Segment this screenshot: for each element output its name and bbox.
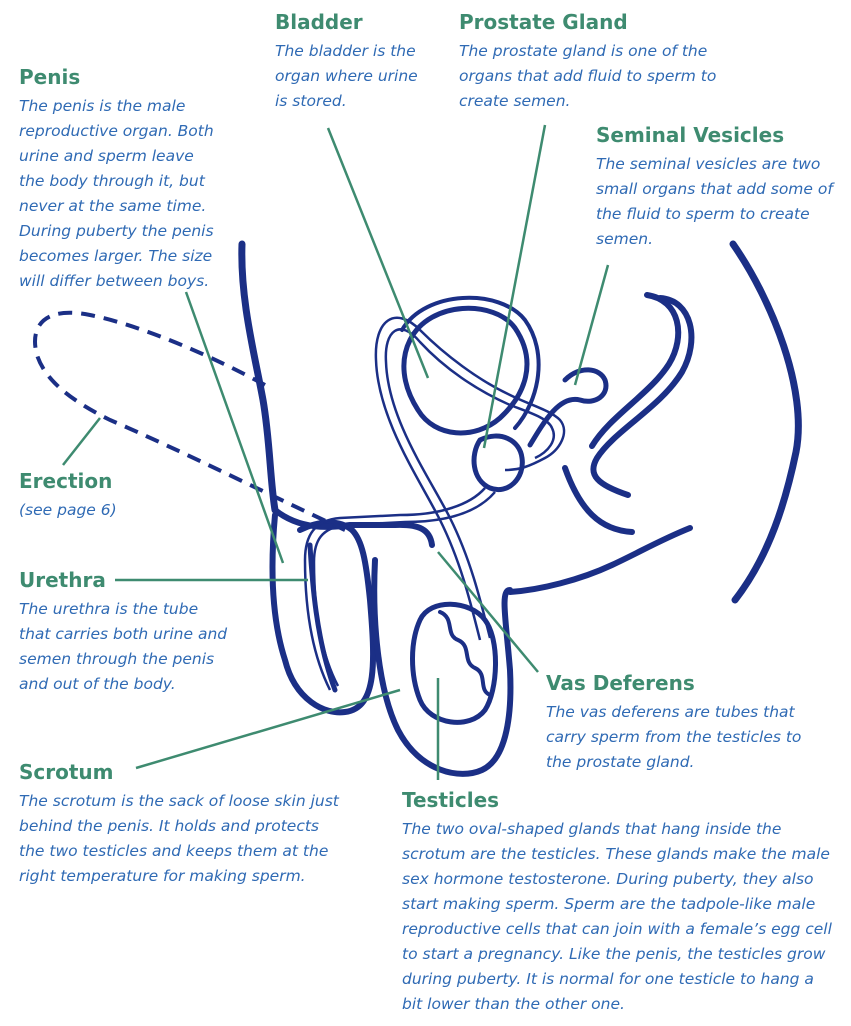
label-erection: Erection (see page 6): [19, 468, 159, 523]
label-seminal-title: Seminal Vesicles: [596, 122, 836, 148]
back-outline: [733, 244, 798, 600]
label-vas: Vas Deferens The vas deferens are tubes …: [546, 670, 806, 775]
leader-line-scrotum: [136, 690, 400, 768]
label-vas-title: Vas Deferens: [546, 670, 806, 696]
label-scrotum-title: Scrotum: [19, 759, 364, 785]
body-front-outline: [242, 244, 275, 510]
label-scrotum-text: The scrotum is the sack of loose skin ju…: [19, 789, 364, 889]
leader-line-seminal: [575, 265, 608, 385]
label-testicles-text: The two oval-shaped glands that hang ins…: [402, 817, 847, 1017]
penis-outline: [272, 515, 373, 712]
testicle-outline: [413, 604, 496, 722]
scrotum-outline: [374, 560, 510, 774]
label-testicles: Testicles The two oval-shaped glands tha…: [402, 787, 847, 1017]
bladder-outline: [404, 308, 527, 433]
label-scrotum: Scrotum The scrotum is the sack of loose…: [19, 759, 364, 889]
label-bladder-title: Bladder: [275, 9, 435, 35]
label-urethra-title: Urethra: [19, 567, 239, 593]
label-seminal: Seminal Vesicles The seminal vesicles ar…: [596, 122, 836, 252]
leader-line-erection: [63, 418, 100, 465]
prostate-outline: [474, 436, 522, 490]
leader-line-vas: [438, 552, 538, 672]
urethra-tube: [305, 488, 485, 690]
label-testicles-title: Testicles: [402, 787, 847, 813]
label-prostate-title: Prostate Gland: [459, 9, 729, 35]
label-erection-text: (see page 6): [19, 498, 159, 523]
label-penis-title: Penis: [19, 64, 229, 90]
label-erection-title: Erection: [19, 468, 159, 494]
label-prostate: Prostate Gland The prostate gland is one…: [459, 9, 729, 114]
